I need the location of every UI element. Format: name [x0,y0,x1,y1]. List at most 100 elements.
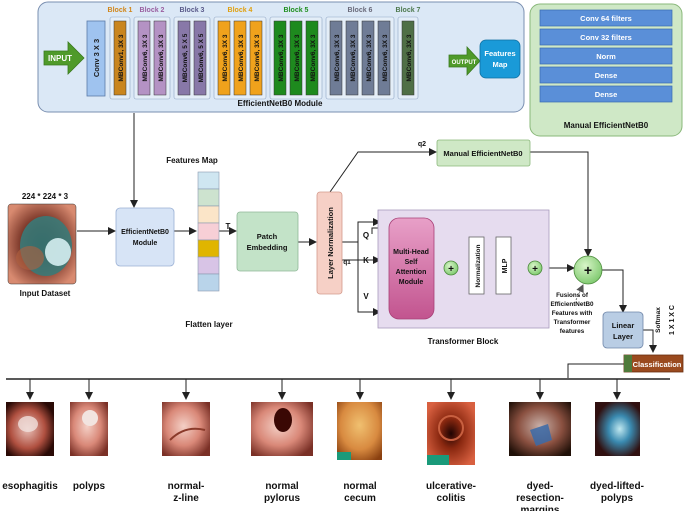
class-label: colitis [437,493,466,504]
block-1-title: Block 1 [108,7,133,14]
class-label: pylorus [264,493,301,504]
mbconv-layer [329,20,343,96]
manual-layer-label: Norm [596,52,616,61]
q2-label: q2 [418,141,426,148]
mbconv-label: MBConv6, 3X 3 [406,34,413,81]
features-map-line1: Features [484,49,515,58]
mhsa-line4: Module [399,279,424,286]
mbconv-layer [153,20,167,96]
block-3-title: Block 3 [180,7,205,14]
class-label: z-line [173,493,199,504]
patch-embedding-box: Patch Embedding [236,211,299,272]
block-7-title: Block 7 [396,7,421,14]
transformer-block: Multi-Head Self Attention Module + Norma… [377,209,550,329]
class-label: normal [343,481,377,492]
linear-layer-box: Linear Layer [602,311,644,349]
block-7: Block 7 MBConv6, 3X 3 [396,7,421,100]
transformer-block-label: Transformer Block [428,337,499,346]
class-label: normal- [168,481,205,492]
mbconv-label: MBConv6, 3X 3 [238,34,245,81]
thumb-ulcerative-colitis [427,402,475,465]
class-label: margins [521,505,560,511]
mbconv-label: MBConv1, 3X 3 [118,34,125,81]
class-label: cecum [344,493,376,504]
q-label: Q [363,231,369,240]
mbconv-label: MBConv6, 3X 3 [382,34,389,81]
mbconv-label: MBConv6, 3X 3 [366,34,373,81]
layer-norm-label: Layer Normalization [326,207,335,279]
mhsa-line3: Attention [396,269,427,276]
mhsa-line1: Multi-Head [393,249,429,256]
conv-first-layer: Conv 3 X 3 [86,20,106,97]
manual-layer-label: Conv 32 filters [580,33,632,42]
manual-layer-5: Dense [539,85,673,103]
mhsa-line2: Self [405,259,419,266]
thumb-normal-z-line [162,402,210,456]
connectors [6,113,670,380]
input-label: INPUT [48,54,72,63]
block-1: Block 1 MBConv1, 3X 3 [108,7,133,100]
mbconv-label: MBConv6, 3X 3 [158,34,165,81]
input-image: 224 * 224 * 3 Input Dataset [7,192,77,298]
manual-layer-label: Dense [595,71,618,80]
mbconv-label: MBConv6, 5 X 5 [198,33,205,82]
features-map-box: Features Map [479,39,521,79]
mbconv-label: MBConv6, 3X 3 [222,34,229,81]
mbconv-layer [345,20,359,96]
linear-layer-line1: Linear [612,321,635,330]
class-thumbnails [6,402,640,465]
q1-label: q1 [343,259,351,266]
class-label: polyps [601,493,634,504]
module-title: EfficientNetB0 Module [238,99,323,108]
flatten-patch [197,171,220,190]
thumb-esophagitis [6,402,54,456]
normalization-box: Normalization [468,236,485,295]
mlp-box: MLP [495,236,512,295]
manual-layer-2: Conv 32 filters [539,28,673,46]
layer-normalization-box: Layer Normalization [316,191,343,295]
class-drop-arrows [26,379,621,400]
class-label: normal [265,481,299,492]
mbconv-layer [177,20,191,96]
add-circle-2: + [527,260,543,276]
flatten-patch [197,205,220,224]
manual-box-label: Manual EfficientNetB0 [443,149,522,158]
class-label: ulcerative- [426,481,476,492]
mbconv-layer [401,20,415,96]
mbconv-label: MBConv6, 3X 3 [334,34,341,81]
input-arrow: INPUT [43,41,85,75]
block-5-title: Block 5 [284,7,309,14]
flatten-label: Flatten layer [185,320,232,329]
input-size-label: 224 * 224 * 3 [22,192,69,201]
fusion-note-line: Features with [552,310,593,317]
mbconv-label: MBConv6, 3X 3 [142,34,149,81]
effnet-module-line2: Module [133,240,158,247]
k-label: K [363,256,369,265]
effnet-module-box: EfficientNetB0 Module [115,207,175,267]
fusion-note-line: Transformer [554,319,591,326]
output-arrow: OUTPUT [448,45,481,77]
block-4-title: Block 4 [228,7,253,14]
mbconv-layer [289,20,303,96]
conv-first-label: Conv 3 X 3 [92,39,101,77]
linear-layer-line2: Layer [613,332,633,341]
effnet-module-line1: EfficientNetB0 [121,229,169,236]
v-label: V [363,292,369,301]
mbconv-layer [137,20,151,96]
mbconv-layer [377,20,391,96]
manual-layer-label: Conv 64 filters [580,14,632,23]
classification-label: Classification [633,360,682,369]
mhsa-module: Multi-Head Self Attention Module [388,217,435,320]
fusion-note-line: features [560,328,585,335]
mbconv-layer [305,20,319,96]
flatten-patch [197,188,220,207]
manual-title: Manual EfficientNetB0 [564,121,649,130]
fusion-plus: + [584,262,592,278]
mbconv-label: MBConv6, 3X 3 [278,34,285,81]
